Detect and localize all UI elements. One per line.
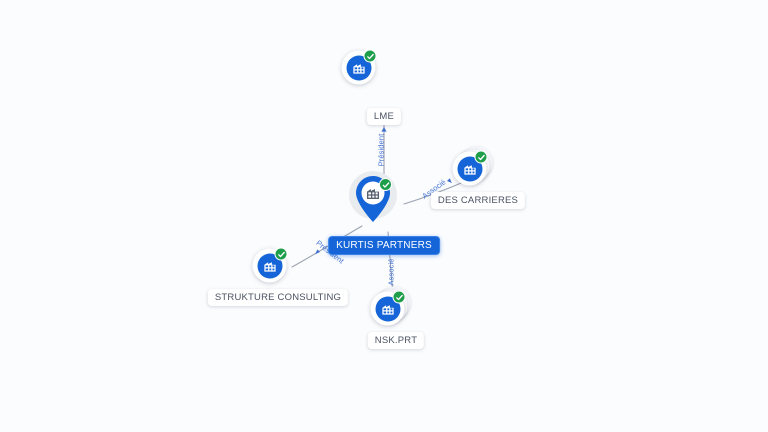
edge-label-nsk-prt: Associé xyxy=(386,258,396,286)
arrow-lme xyxy=(381,127,387,132)
check-icon xyxy=(474,150,488,164)
arrow-des-carrieres xyxy=(447,178,452,183)
building-icon xyxy=(362,182,384,204)
node-marker-strukture-consulting[interactable] xyxy=(252,247,288,283)
node-marker-des-carrieres[interactable] xyxy=(452,150,488,186)
node-label-nsk-prt[interactable]: NSK.PRT xyxy=(367,332,425,349)
node-label-des-carrieres[interactable]: DES CARRIERES xyxy=(430,192,526,209)
node-label-strukture-consulting[interactable]: STRUKTURE CONSULTING xyxy=(207,289,349,306)
node-label-kurtis-partners[interactable]: KURTIS PARTNERS xyxy=(328,236,440,255)
check-icon xyxy=(379,178,392,191)
arrow-strukture-consulting xyxy=(315,249,320,255)
check-icon xyxy=(363,49,377,63)
edge-line-strukture-consulting xyxy=(291,225,363,268)
node-marker-nsk-prt[interactable] xyxy=(370,290,406,326)
node-marker-lme[interactable] xyxy=(341,49,377,85)
check-icon xyxy=(274,247,288,261)
check-icon xyxy=(392,290,406,304)
node-label-lme[interactable]: LME xyxy=(366,108,402,125)
edge-label-lme: Président xyxy=(376,133,386,167)
